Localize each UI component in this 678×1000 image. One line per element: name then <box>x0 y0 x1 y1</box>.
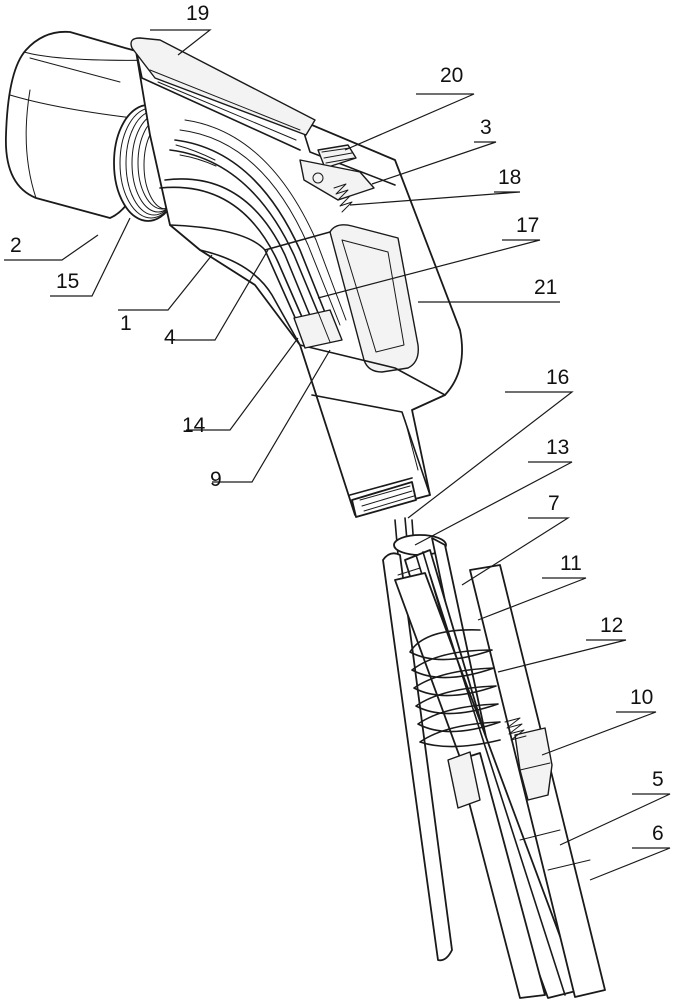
release-button <box>317 144 357 169</box>
terminal-block <box>293 309 343 349</box>
latch-lever <box>299 159 375 201</box>
label-6: 6 <box>652 822 664 845</box>
label-14: 14 <box>182 414 206 437</box>
label-1: 1 <box>120 312 132 335</box>
label-19: 19 <box>186 2 209 25</box>
leader-lines <box>4 29 671 881</box>
label-12: 12 <box>600 614 623 637</box>
label-2: 2 <box>10 234 22 257</box>
reference-numerals: 19 20 3 18 17 21 16 13 7 11 12 10 5 6 2 … <box>10 2 664 845</box>
label-9: 9 <box>210 468 222 491</box>
label-4: 4 <box>164 326 176 349</box>
label-20: 20 <box>440 64 463 87</box>
label-17: 17 <box>516 214 539 237</box>
label-18: 18 <box>498 166 521 189</box>
label-13: 13 <box>546 436 569 459</box>
latch-spring <box>333 183 353 213</box>
label-11: 11 <box>560 552 582 575</box>
internal-cables <box>159 119 347 341</box>
label-10: 10 <box>630 686 653 709</box>
handle-housing <box>134 44 463 516</box>
label-15: 15 <box>56 270 79 293</box>
label-21: 21 <box>534 276 557 299</box>
label-16: 16 <box>546 366 569 389</box>
coil-spring <box>409 629 501 748</box>
cable-assembly <box>382 517 606 999</box>
label-5: 5 <box>652 768 664 791</box>
label-3: 3 <box>480 116 492 139</box>
housing-thread <box>351 481 417 518</box>
label-7: 7 <box>548 492 560 515</box>
latch-cover <box>130 37 316 141</box>
